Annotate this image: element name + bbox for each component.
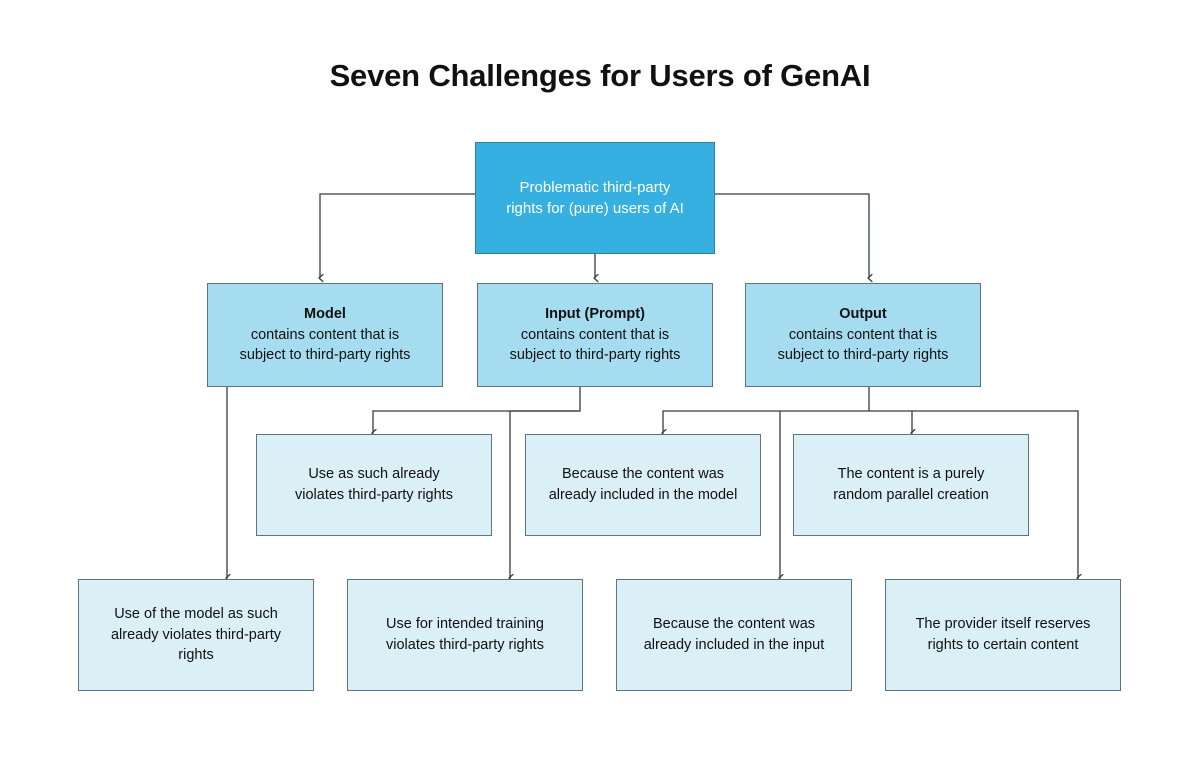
- node-leaf-3-line2: already included in the input: [643, 637, 825, 653]
- node-row3-3-line2: random parallel creation: [833, 487, 989, 503]
- node-row3-2-line2: already included in the model: [548, 487, 738, 503]
- node-leaf-1-line3: rights: [178, 647, 214, 664]
- edge-input-to-row3-1: [373, 387, 581, 433]
- node-row3-3-line1: The content is a purely: [837, 466, 985, 483]
- node-row3-use-as-such[interactable]: Use as such already violates third-party…: [256, 434, 492, 536]
- node-output-title: Output: [839, 305, 887, 322]
- node-input-line2: subject to third-party rights: [509, 347, 681, 364]
- node-model[interactable]: Model contains content that is subject t…: [207, 283, 443, 387]
- node-leaf-1-line1: Use of the model as such: [114, 605, 278, 622]
- node-leaf-content-in-input[interactable]: Because the content was already included…: [616, 579, 852, 691]
- node-leaf-intended-training[interactable]: Use for intended training violates third…: [347, 579, 583, 691]
- node-model-line1: contains content that is: [250, 326, 400, 343]
- node-output-line1: contains content that is: [788, 326, 938, 343]
- edge-output-to-row3-2: [663, 387, 870, 433]
- node-row3-2-line1: Because the content was: [561, 466, 725, 483]
- node-input-prompt[interactable]: Input (Prompt) contains content that is …: [477, 283, 713, 387]
- node-leaf-1-line2: already violates third-party: [110, 626, 282, 643]
- node-leaf-3-line1: Because the content was: [652, 616, 816, 633]
- node-row3-content-in-model[interactable]: Because the content was already included…: [525, 434, 761, 536]
- node-leaf-use-of-model[interactable]: Use of the model as such already violate…: [78, 579, 314, 691]
- node-leaf-4-line2: rights to certain content: [927, 637, 1079, 653]
- node-input-line1: contains content that is: [520, 326, 670, 343]
- node-row3-1-line2: violates third-party rights: [295, 487, 453, 503]
- edge-root-to-output: [715, 193, 869, 278]
- node-row3-1-line1: Use as such already: [308, 466, 440, 483]
- node-leaf-2-line2: violates third-party rights: [386, 637, 544, 653]
- node-model-line2: subject to third-party rights: [239, 347, 411, 364]
- node-row3-random-parallel-creation[interactable]: The content is a purely random parallel …: [793, 434, 1029, 536]
- node-leaf-2-line1: Use for intended training: [386, 616, 544, 633]
- node-leaf-4-line1: The provider itself reserves: [915, 616, 1091, 633]
- node-leaf-provider-reserves-rights[interactable]: The provider itself reserves rights to c…: [885, 579, 1121, 691]
- node-input-title: Input (Prompt): [545, 305, 645, 322]
- node-model-title: Model: [304, 305, 346, 322]
- edge-root-to-model: [320, 193, 475, 278]
- node-output-line2: subject to third-party rights: [777, 347, 949, 364]
- page-title: Seven Challenges for Users of GenAI: [329, 58, 871, 93]
- node-root-line1: Problematic third-party: [519, 178, 671, 196]
- node-root[interactable]: Problematic third-party rights for (pure…: [475, 142, 715, 254]
- node-root-line2: rights for (pure) users of AI: [506, 200, 684, 217]
- node-output[interactable]: Output contains content that is subject …: [745, 283, 981, 387]
